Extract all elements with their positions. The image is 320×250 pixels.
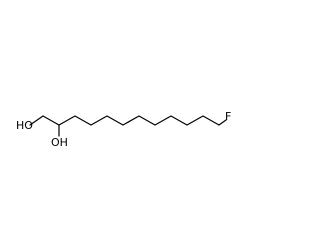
hydroxyl-label-1: HO <box>16 119 33 132</box>
bond-c-f <box>218 119 227 126</box>
skeletal-structure: HO OH F <box>16 110 231 149</box>
bond-c1-c2 <box>42 115 60 126</box>
carbon-chain <box>58 115 220 126</box>
hydroxyl-label-2: OH <box>51 136 68 149</box>
bond-ho-c1 <box>29 115 44 126</box>
fluorine-label: F <box>225 110 231 123</box>
molecule-canvas: HO OH F <box>16 110 232 149</box>
